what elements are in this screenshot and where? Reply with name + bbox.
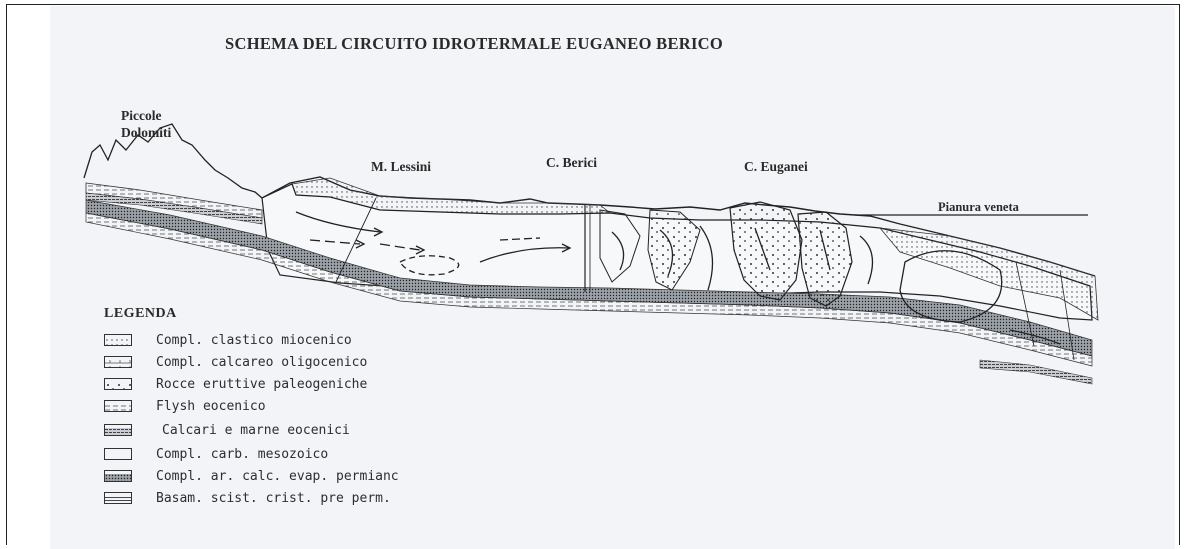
legend-item-label: Compl. ar. calc. evap. permianc (156, 469, 399, 484)
legend-item-label: Compl. calcareo oligocenico (156, 355, 367, 370)
legend-item-label: Rocce eruttive paleogeniche (156, 377, 367, 392)
legend-item: Compl. ar. calc. evap. permianc (104, 466, 399, 486)
swatch-eruptive-paleogene (104, 378, 132, 390)
legend-item: Compl. calcareo oligocenico (104, 352, 367, 372)
legend-item: Rocce eruttive paleogeniche (104, 374, 367, 394)
legend-item-label: Calcari e marne eocenici (162, 423, 350, 438)
legend-item-label: Compl. clastico miocenico (156, 333, 352, 348)
legend-item: Calcari e marne eocenici (104, 420, 350, 440)
legend-item: Basam. scist. crist. pre perm. (104, 488, 391, 508)
legend-item: Compl. carb. mesozoico (104, 444, 328, 464)
legend-item-label: Compl. carb. mesozoico (156, 447, 328, 462)
legend-item-label: Flysh eocenico (156, 399, 266, 414)
legend-item-label: Basam. scist. crist. pre perm. (156, 491, 391, 506)
swatch-calcareous-oligocene (104, 356, 132, 368)
swatch-mesozoic-carbonate (104, 448, 132, 460)
swatch-clastic-miocene (104, 334, 132, 346)
legend-item: Compl. clastico miocenico (104, 330, 352, 350)
legend-item: Flysh eocenico (104, 396, 266, 416)
swatch-limestone-marl-eocene (104, 424, 132, 436)
deep-basement-right (980, 360, 1092, 384)
legend-title: LEGENDA (104, 306, 177, 322)
swatch-permian-evaporite (104, 470, 132, 482)
swatch-flysch-eocene (104, 400, 132, 412)
swatch-crystalline-basement (104, 492, 132, 504)
